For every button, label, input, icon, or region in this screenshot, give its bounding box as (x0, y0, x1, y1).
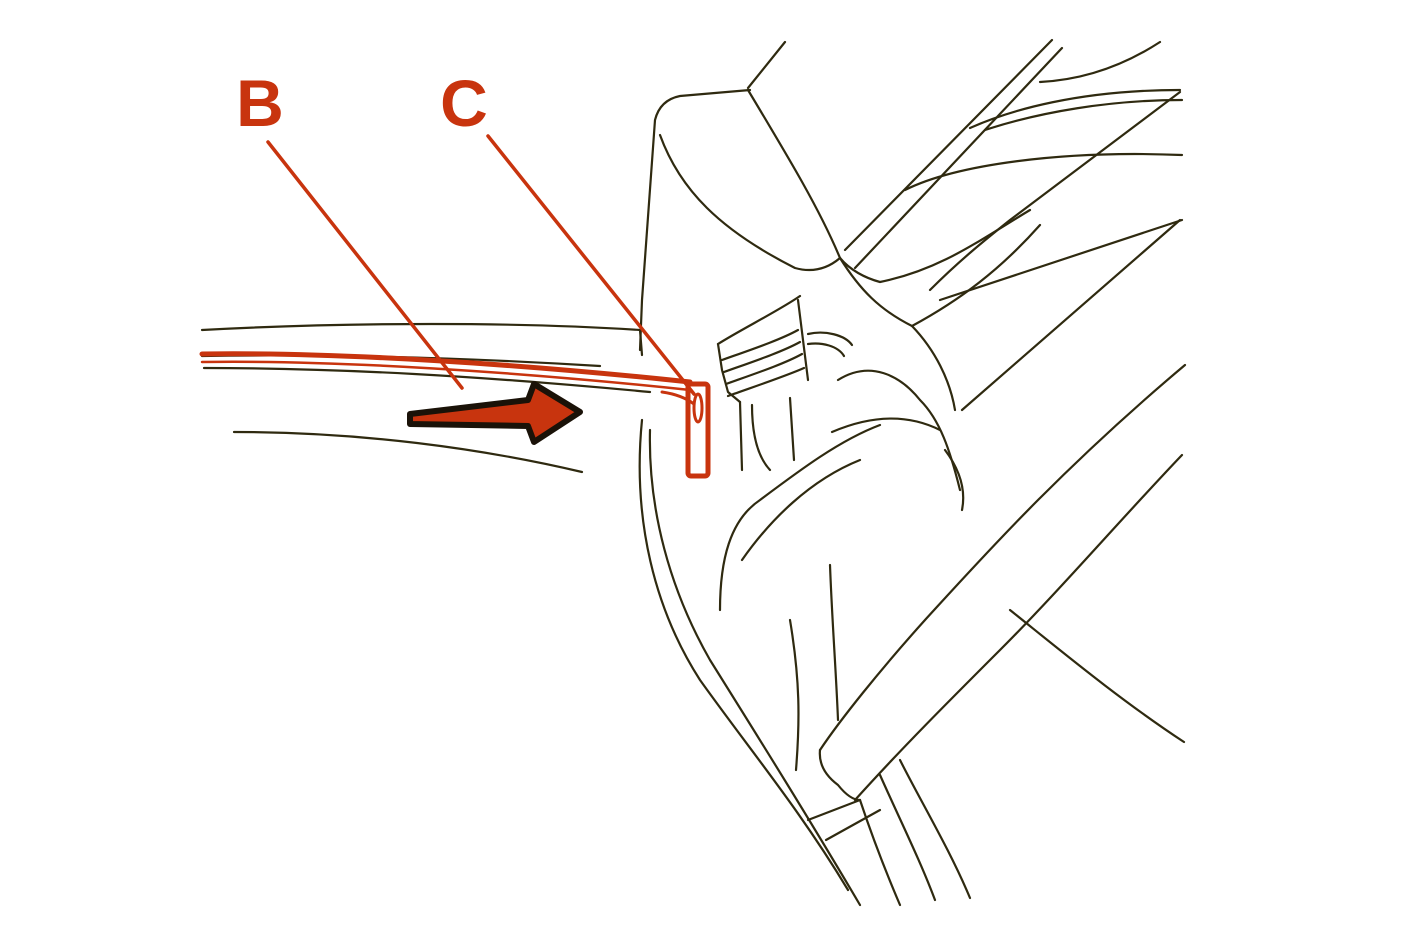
seat-assembly-line-art (200, 38, 1187, 907)
callout-b-leader-line (266, 140, 464, 390)
callout-c-label: C (440, 66, 488, 140)
right-arrow-icon (407, 381, 583, 445)
callout-b-label: B (236, 66, 284, 140)
retaining-clip (685, 381, 711, 479)
callout-c-leader-line (486, 134, 696, 396)
highlighted-belt-edge (199, 351, 696, 406)
